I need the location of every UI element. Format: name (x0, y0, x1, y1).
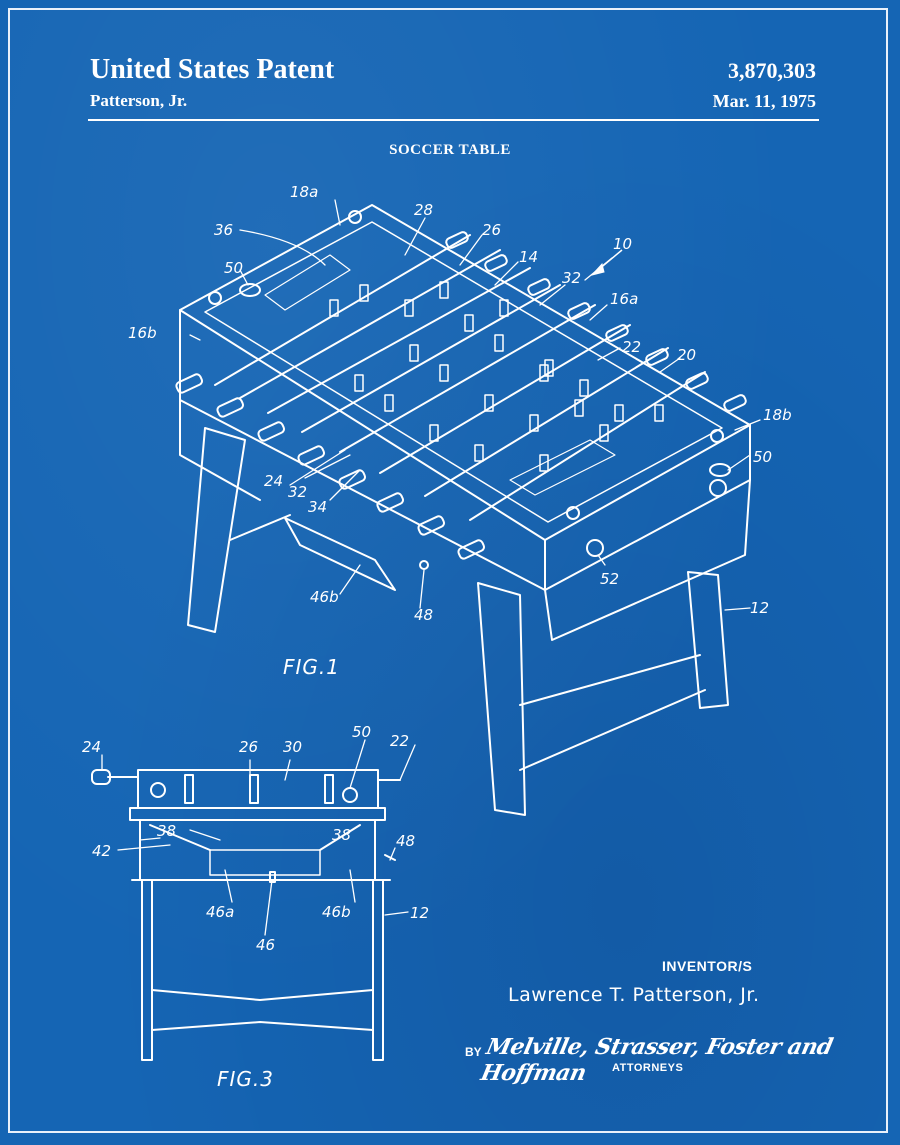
svg-text:26: 26 (482, 221, 501, 239)
page-border (8, 8, 888, 1133)
svg-text:10: 10 (613, 235, 632, 253)
svg-text:50: 50 (224, 259, 243, 277)
svg-text:32: 32 (288, 483, 307, 501)
inventor-short-name: Patterson, Jr. (90, 91, 188, 110)
svg-text:38: 38 (332, 826, 351, 844)
svg-text:46: 46 (256, 936, 275, 954)
fig1-label: FIG.1 (283, 655, 340, 679)
patent-date: Mar. 11, 1975 (712, 91, 816, 111)
svg-text:12: 12 (750, 599, 769, 617)
svg-text:48: 48 (414, 606, 433, 624)
svg-text:18b: 18b (763, 406, 792, 424)
svg-text:34: 34 (308, 498, 327, 516)
inventor-heading: INVENTOR/S (662, 958, 753, 974)
fig3-elevation-drawing (91, 769, 401, 1061)
fig1-table-drawing (175, 204, 751, 816)
svg-text:12: 12 (410, 904, 429, 922)
svg-text:20: 20 (677, 346, 696, 364)
svg-text:22: 22 (622, 338, 641, 356)
svg-text:50: 50 (352, 723, 371, 741)
attorney-firm-signature: Melville, Strasser, Foster and Hoffman (478, 1034, 835, 1086)
svg-text:50: 50 (753, 448, 772, 466)
svg-text:24: 24 (82, 738, 101, 756)
leader-lines (101, 199, 761, 936)
attorneys-label: ATTORNEYS (612, 1062, 684, 1074)
svg-text:38: 38 (157, 822, 176, 840)
svg-text:26: 26 (239, 738, 258, 756)
svg-text:24: 24 (264, 472, 283, 490)
fig3-label: FIG.3 (217, 1067, 274, 1091)
patent-number: 3,870,303 (728, 58, 816, 83)
svg-text:16a: 16a (610, 290, 638, 308)
svg-text:46a: 46a (206, 903, 234, 921)
svg-text:28: 28 (414, 201, 433, 219)
svg-text:16b: 16b (128, 324, 157, 342)
inventor-full-name: Lawrence T. Patterson, Jr. (508, 984, 760, 1006)
fig3-reference-labels: 24 26 30 50 22 38 38 42 48 46a 46b 12 46 (82, 723, 429, 954)
svg-text:48: 48 (396, 832, 415, 850)
header-divider (88, 119, 819, 121)
svg-text:14: 14 (519, 248, 538, 266)
svg-text:36: 36 (214, 221, 233, 239)
svg-text:22: 22 (390, 732, 409, 750)
svg-text:52: 52 (600, 570, 619, 588)
by-label: BY (465, 1045, 482, 1059)
patent-office-title: United States Patent (90, 54, 335, 85)
fig1-reference-labels: 18a 28 26 14 10 36 50 32 16a 16b 22 20 1… (128, 183, 792, 624)
svg-text:18a: 18a (290, 183, 318, 201)
svg-text:42: 42 (92, 842, 111, 860)
svg-text:46b: 46b (322, 903, 351, 921)
svg-text:46b: 46b (310, 588, 339, 606)
svg-text:32: 32 (562, 269, 581, 287)
svg-text:30: 30 (283, 738, 302, 756)
document-title: SOCCER TABLE (389, 142, 511, 158)
